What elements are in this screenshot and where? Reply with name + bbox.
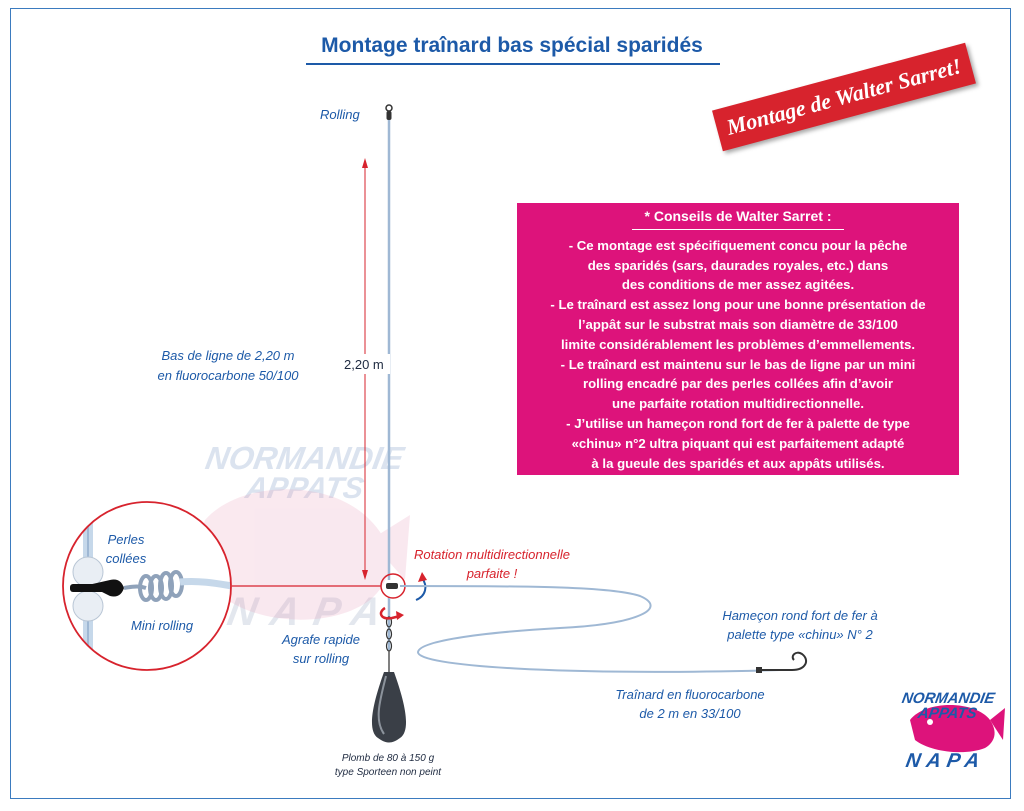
beads-label-line2: collées bbox=[105, 551, 147, 566]
trailer-line bbox=[399, 585, 781, 673]
snap-label-line1: Agrafe rapide bbox=[281, 632, 361, 647]
advice-line: - Le traînard est assez long pour une bo… bbox=[550, 297, 926, 313]
length-arrow-bottom bbox=[362, 570, 368, 580]
leader-label-line1: Bas de ligne de 2,20 m bbox=[161, 348, 295, 363]
snap-label: Agrafe rapide sur rolling bbox=[266, 630, 376, 668]
advice-line: - Le traînard est maintenu sur le bas de… bbox=[560, 356, 916, 372]
rotation-arrow-side bbox=[379, 606, 401, 620]
mini-rolling-label: Mini rolling bbox=[131, 618, 194, 633]
advice-box: * Conseils de Walter Sarret : - Ce monta… bbox=[517, 203, 959, 475]
sinker-label-line1: Plomb de 80 à 150 g bbox=[341, 753, 435, 764]
sinker-label: Plomb de 80 à 150 g type Sporteen non pe… bbox=[318, 752, 458, 780]
title-underline bbox=[306, 63, 720, 65]
rotation-label: Rotation multidirectionnelle parfaite ! bbox=[402, 545, 582, 583]
rotation-label-line1: Rotation multidirectionnelle bbox=[413, 547, 571, 562]
snap-label-line2: sur rolling bbox=[292, 651, 350, 666]
logo-text-3: NAPA bbox=[904, 750, 988, 772]
rotation-label-line2: parfaite ! bbox=[466, 566, 518, 581]
page-title: Montage traînard bas spécial sparidés bbox=[321, 34, 703, 57]
advice-line: - J’utilise un hameçon rond fort de fer … bbox=[566, 415, 910, 431]
advice-line: - Ce montage est spécifiquement concu po… bbox=[568, 237, 908, 253]
advice-title: * Conseils de Walter Sarret : bbox=[644, 208, 832, 224]
snap-swivel bbox=[385, 616, 393, 652]
watermark-fish bbox=[201, 489, 410, 620]
hook-label: Hameçon rond fort de fer à palette type … bbox=[700, 606, 900, 644]
trailer-label: Traînard en fluorocarbone de 2 m en 33/1… bbox=[600, 685, 780, 723]
napa-logo bbox=[910, 705, 1005, 753]
advice-line: rolling encadré par des perles collées a… bbox=[582, 376, 894, 392]
advice-line: des sparidés (sars, daurades royales, et… bbox=[587, 257, 889, 273]
beads-label: Perles collées bbox=[96, 530, 156, 568]
advice-title-underline bbox=[632, 228, 844, 230]
advice-line: des conditions de mer assez agitées. bbox=[621, 277, 855, 293]
advice-line: «chinu» n°2 ultra piquant qui est parfai… bbox=[571, 435, 905, 451]
sinker bbox=[371, 650, 407, 743]
trailer-label-line1: Traînard en fluorocarbone bbox=[615, 687, 765, 702]
logo-text-2: APPATS bbox=[916, 705, 979, 722]
hook-label-line1: Hameçon rond fort de fer à bbox=[722, 608, 878, 623]
advice-line: limite considérablement les problèmes d’… bbox=[561, 336, 915, 352]
top-rolling bbox=[385, 104, 393, 120]
length-arrow-top bbox=[362, 158, 368, 168]
sinker-label-line2: type Sporteen non peint bbox=[334, 767, 442, 778]
leader-label: Bas de ligne de 2,20 m en fluorocarbone … bbox=[148, 346, 308, 386]
beads-label-line1: Perles bbox=[107, 532, 145, 547]
advice-line: l’appât sur le substrat mais son diamètr… bbox=[578, 316, 898, 332]
advice-line: à la gueule des sparidés et aux appâts u… bbox=[591, 455, 885, 471]
length-label: 2,20 m bbox=[344, 357, 384, 372]
advice-line: une parfaite rotation multidirectionnell… bbox=[611, 396, 865, 412]
trailer-label-line2: de 2 m en 33/100 bbox=[639, 706, 741, 721]
zoom-circle bbox=[62, 501, 232, 671]
rolling-label: Rolling bbox=[320, 107, 360, 122]
page-frame bbox=[10, 8, 1011, 799]
hook-label-line2: palette type «chinu» N° 2 bbox=[727, 627, 873, 642]
leader-label-line2: en fluorocarbone 50/100 bbox=[157, 368, 299, 383]
hook bbox=[756, 651, 808, 673]
